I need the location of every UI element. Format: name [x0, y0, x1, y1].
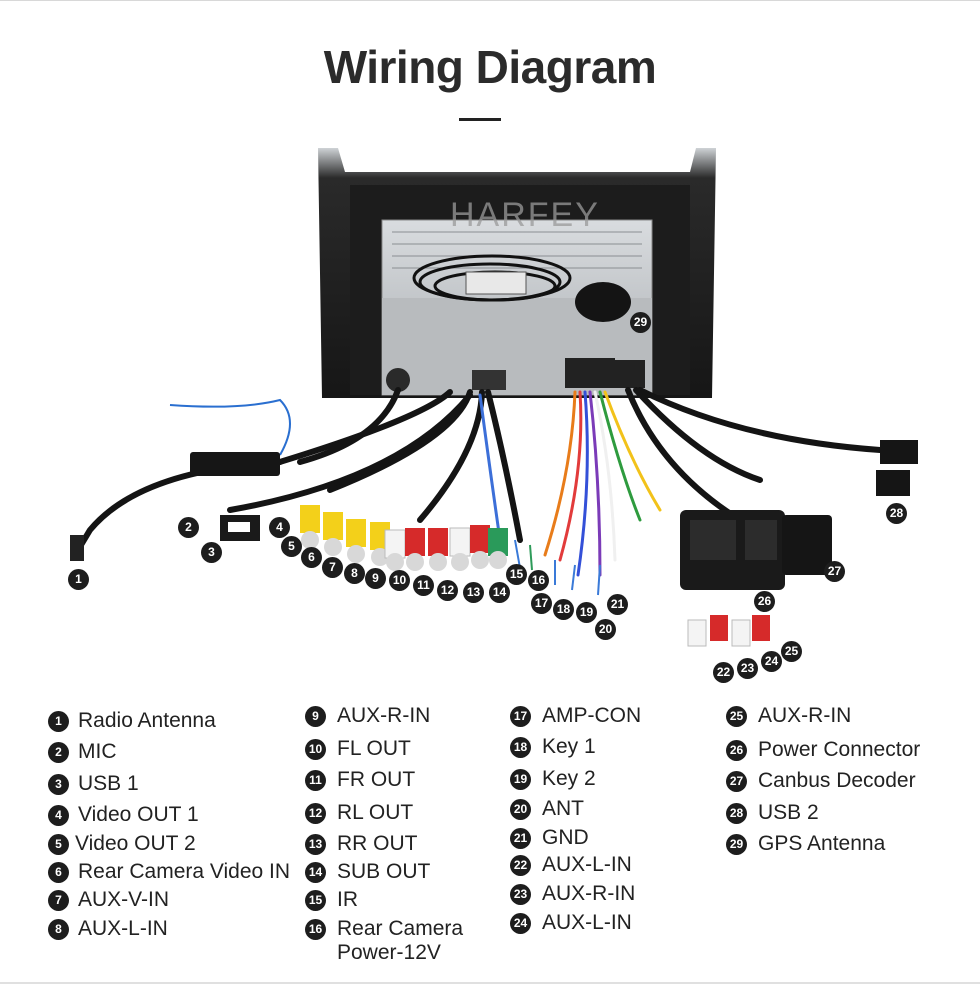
legend-badge: 7 [48, 890, 69, 911]
top-divider [0, 0, 980, 1]
legend-label: Rear Camera Power-12V [337, 917, 464, 964]
legend-badge: 1 [48, 711, 69, 732]
bottom-divider [0, 982, 980, 984]
legend-label: ANT [542, 797, 584, 820]
callout-3: 3 [201, 542, 222, 563]
callout-8: 8 [344, 563, 365, 584]
callout-23: 23 [737, 658, 758, 679]
callout-15: 15 [506, 564, 527, 585]
legend-label: MIC [78, 740, 117, 763]
legend-label: GND [542, 826, 589, 849]
callout-21: 21 [607, 594, 628, 615]
callout-14: 14 [489, 582, 510, 603]
legend-label: FL OUT [337, 737, 411, 760]
callout-9: 9 [365, 568, 386, 589]
legend-badge: 21 [510, 828, 531, 849]
legend-label: Key 1 [542, 735, 596, 758]
legend-badge: 12 [305, 803, 326, 824]
title-underline [459, 118, 501, 121]
legend-badge: 18 [510, 737, 531, 758]
head-unit-wiring-photo: HARFEY [70, 148, 918, 647]
legend-badge: 25 [726, 706, 747, 727]
callout-4: 4 [269, 517, 290, 538]
callout-28: 28 [886, 503, 907, 524]
callout-29: 29 [630, 312, 651, 333]
legend-label: Rear Camera Video IN [78, 860, 291, 883]
legend-label: AUX-L-IN [542, 911, 632, 934]
legend-badge: 13 [305, 834, 326, 855]
legend-badge: 8 [48, 919, 69, 940]
legend-label: Radio Antenna [78, 709, 216, 732]
callout-19: 19 [576, 602, 597, 623]
legend-badge: 5 [48, 834, 69, 855]
callout-1: 1 [68, 569, 89, 590]
callout-24: 24 [761, 651, 782, 672]
legend-badge: 15 [305, 890, 326, 911]
legend-badge: 27 [726, 771, 747, 792]
callout-2: 2 [178, 517, 199, 538]
legend-badge: 9 [305, 706, 326, 727]
legend-label: Power Connector [758, 738, 921, 761]
callout-20: 20 [595, 619, 616, 640]
legend-label: AUX-R-IN [542, 882, 636, 905]
legend-badge: 29 [726, 834, 747, 855]
callout-22: 22 [713, 662, 734, 683]
legend-label: IR [337, 888, 358, 911]
callout-16: 16 [528, 570, 549, 591]
legend-label: RR OUT [337, 832, 418, 855]
legend-badge: 2 [48, 742, 69, 763]
legend-badge: 19 [510, 769, 531, 790]
legend-label: GPS Antenna [758, 832, 886, 855]
legend-label: AUX-L-IN [542, 853, 632, 876]
legend-badge: 23 [510, 884, 531, 905]
legend-badge: 10 [305, 739, 326, 760]
legend-label: AUX-R-IN [337, 704, 431, 727]
legend-badge: 11 [305, 770, 326, 791]
watermark-text: HARFEY [450, 196, 600, 234]
callout-12: 12 [437, 580, 458, 601]
callout-18: 18 [553, 599, 574, 620]
legend-badge: 26 [726, 740, 747, 761]
legend-label: AUX-V-IN [78, 888, 170, 911]
callout-6: 6 [301, 547, 322, 568]
legend-label: AMP-CON [542, 704, 642, 727]
legend-badge: 6 [48, 862, 69, 883]
legend-badge: 22 [510, 855, 531, 876]
legend-label: RL OUT [337, 801, 414, 824]
callout-11: 11 [413, 575, 434, 596]
legend-badge: 28 [726, 803, 747, 824]
legend-badge: 16 [305, 919, 326, 940]
legend-label: FR OUT [337, 768, 416, 791]
legend-label: Canbus Decoder [758, 769, 916, 792]
legend-label: Video OUT 1 [78, 803, 199, 826]
callout-26: 26 [754, 591, 775, 612]
legend-label: SUB OUT [337, 860, 431, 883]
legend-label: Video OUT 2 [75, 832, 196, 855]
callout-13: 13 [463, 582, 484, 603]
legend-label: Key 2 [542, 767, 596, 790]
legend-label: USB 2 [758, 801, 819, 824]
legend-label: USB 1 [78, 772, 139, 795]
callout-25: 25 [781, 641, 802, 662]
callout-7: 7 [322, 557, 343, 578]
legend-badge: 3 [48, 774, 69, 795]
callout-17: 17 [531, 593, 552, 614]
legend-badge: 24 [510, 913, 531, 934]
legend-label: AUX-L-IN [78, 917, 168, 940]
legend-badge: 17 [510, 706, 531, 727]
callout-10: 10 [389, 570, 410, 591]
legend-label: AUX-R-IN [758, 704, 852, 727]
legend-badge: 20 [510, 799, 531, 820]
legend-badge: 4 [48, 805, 69, 826]
page-title: Wiring Diagram [323, 41, 657, 93]
callout-27: 27 [824, 561, 845, 582]
legend-badge: 14 [305, 862, 326, 883]
callout-5: 5 [281, 536, 302, 557]
